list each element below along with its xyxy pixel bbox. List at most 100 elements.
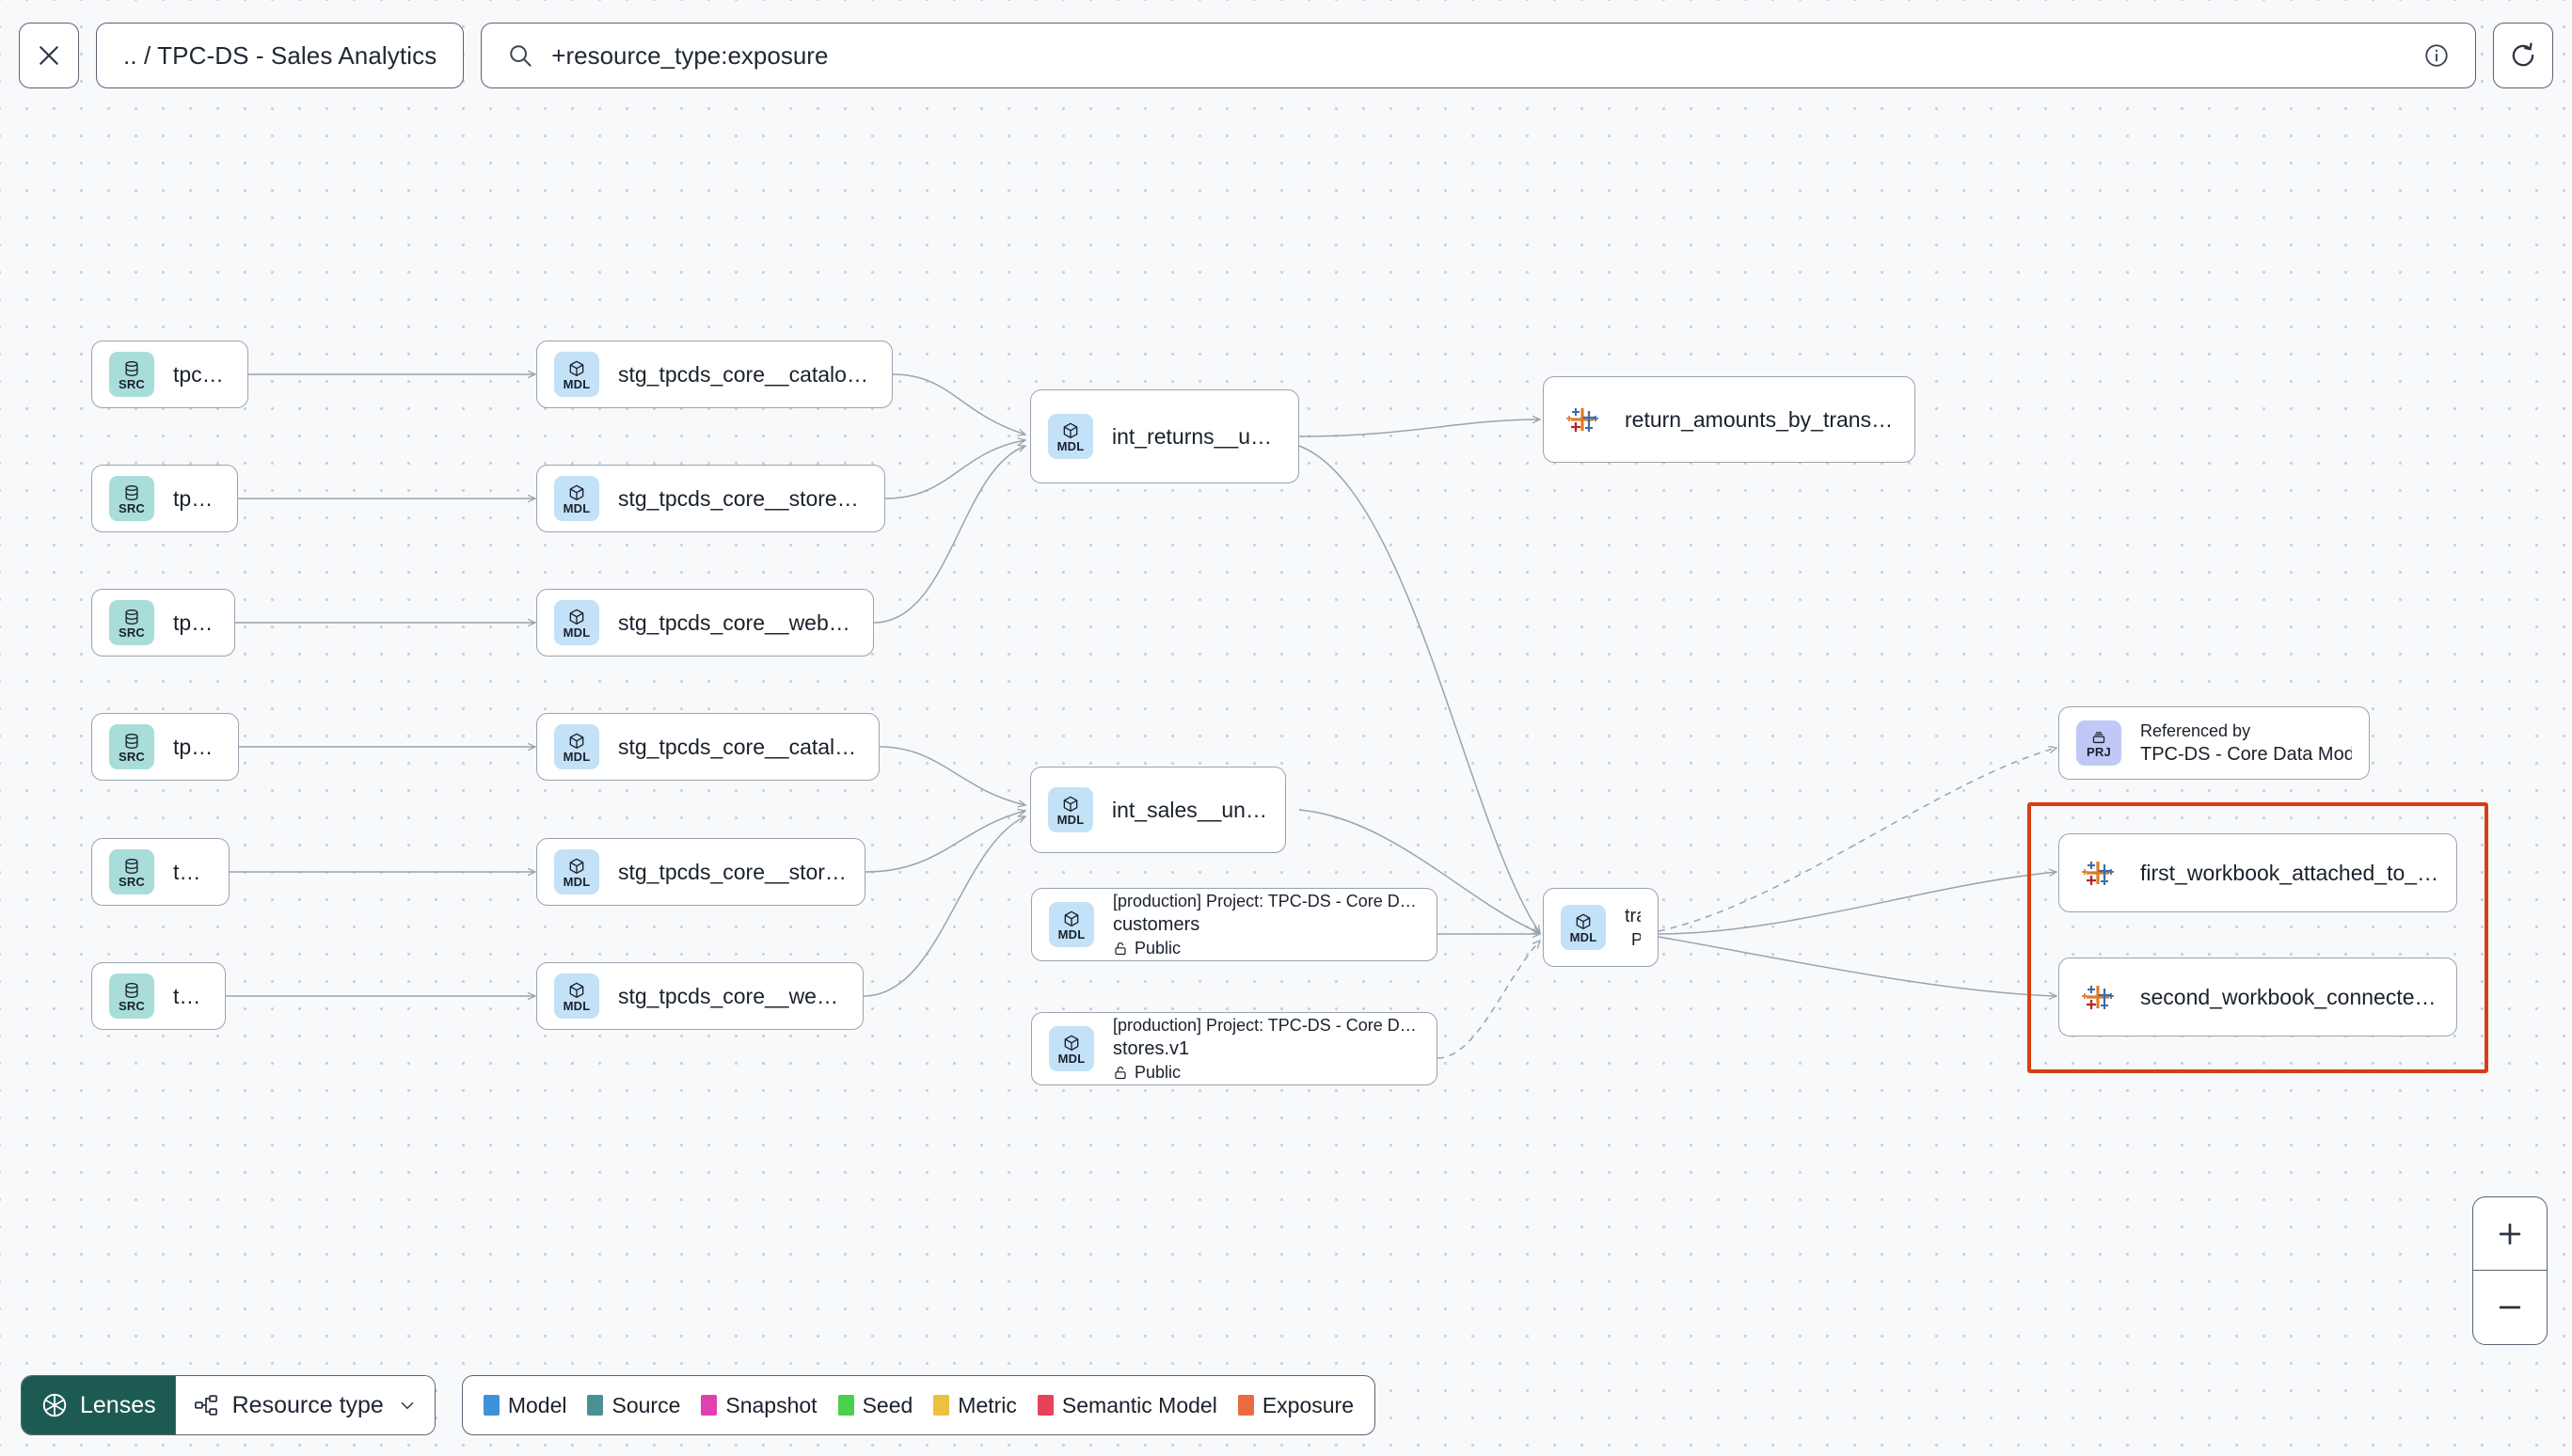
node-label: tpcds_core.web_sales: [173, 983, 208, 1008]
node-source-store-returns[interactable]: SRC tpcds_core.store_returns: [91, 465, 238, 532]
node-exposure-first-workbook[interactable]: first_workbook_attached_to_tpc-ds_-_…: [2058, 833, 2457, 912]
zoom-out-button[interactable]: [2473, 1271, 2547, 1344]
legend-item-exposure[interactable]: Exposure: [1237, 1393, 1354, 1418]
badge-label: MDL: [563, 625, 591, 640]
cube-icon: [569, 982, 584, 998]
lens-filter-group: Lenses Resource type: [21, 1375, 436, 1435]
legend-item-model[interactable]: Model: [483, 1392, 567, 1418]
src-badge: SRC: [109, 600, 154, 645]
node-source-catalog-sales[interactable]: SRC tpcds_core.catalog_sales: [91, 713, 239, 781]
bottom-toolbar: Lenses Resource type Model: [21, 1375, 1375, 1435]
node-caption: Referenced by: [2140, 720, 2251, 740]
legend-label: Semantic Model: [1061, 1392, 1217, 1417]
badge-label: MDL: [1057, 1051, 1086, 1066]
zoom-controls: [2472, 1196, 2548, 1345]
legend-label: Model: [507, 1392, 567, 1417]
node-label: stg_tpcds_core__store_returns: [618, 485, 867, 511]
badge-label: MDL: [1056, 812, 1085, 827]
refresh-button[interactable]: [2493, 23, 2553, 88]
node-exposure-return-amounts[interactable]: return_amounts_by_transaction_type: [1543, 376, 1915, 463]
legend-swatch: [1237, 1395, 1254, 1416]
badge-label: SRC: [118, 500, 146, 515]
node-model-customers[interactable]: MDL [production] Project: TPC-DS - Core …: [1031, 888, 1437, 961]
lenses-label: Lenses: [80, 1391, 156, 1418]
legend-label: Seed: [862, 1392, 913, 1417]
top-toolbar: .. / TPC-DS - Sales Analytics +resource_…: [0, 0, 2572, 111]
badge-label: MDL: [563, 998, 591, 1013]
legend-item-source[interactable]: Source: [587, 1393, 680, 1418]
legend-swatch: [701, 1395, 718, 1416]
plus-icon: [2499, 1223, 2521, 1244]
mdl-badge: MDL: [554, 973, 599, 1019]
legend-item-snapshot[interactable]: Snapshot: [701, 1392, 818, 1418]
node-model-stg-catalog-sales[interactable]: MDL stg_tpcds_core__catalog_sales: [536, 713, 880, 781]
refresh-icon: [2512, 42, 2534, 67]
cube-icon: [569, 733, 584, 749]
badge-label: MDL: [563, 376, 591, 391]
node-model-stg-store-sales[interactable]: MDL stg_tpcds_core__store_sales: [536, 838, 865, 906]
mdl-badge: MDL: [554, 352, 599, 397]
node-project-referenced-by[interactable]: PRJ Referenced by TPC-DS - Core Data Mod…: [2058, 706, 2370, 780]
src-badge: SRC: [109, 476, 154, 521]
cube-icon: [1064, 910, 1079, 926]
node-label: second_workbook_connected_to_live…: [2140, 984, 2439, 1009]
node-model-stg-web-sales[interactable]: MDL stg_tpcds_core__web_sales: [536, 962, 864, 1030]
node-label: stores.v1: [1113, 1037, 1190, 1059]
mdl-badge: MDL: [554, 600, 599, 645]
node-source-web-returns[interactable]: SRC tpcds_core.web_returns: [91, 589, 235, 657]
mdl-badge: MDL: [554, 849, 599, 894]
node-model-stg-catalog-returns[interactable]: MDL stg_tpcds_core__catalog_returns: [536, 340, 893, 408]
search-input[interactable]: +resource_type:exposure: [481, 23, 2476, 88]
node-model-stores-v1[interactable]: MDL [production] Project: TPC-DS - Core …: [1031, 1012, 1437, 1085]
lenses-button[interactable]: Lenses: [22, 1376, 175, 1434]
legend-item-seed[interactable]: Seed: [837, 1392, 913, 1418]
node-label: tpcds_core.catalog_sales: [173, 734, 221, 759]
tableau-icon: [2082, 986, 2114, 1009]
database-icon: [125, 609, 138, 625]
node-label: TPC-DS - Core Data Models: [2140, 743, 2352, 765]
node-label: int_sales__unioned: [1112, 797, 1268, 822]
node-project-label: [production] Project: TPC-DS - Core Data…: [1113, 891, 1420, 910]
cube-icon: [1063, 422, 1078, 438]
legend-swatch: [933, 1395, 950, 1416]
node-body: [production] Project: TPC-DS - Core Data…: [1113, 892, 1420, 958]
legend-item-semantic-model[interactable]: Semantic Model: [1037, 1392, 1217, 1418]
breadcrumb[interactable]: .. / TPC-DS - Sales Analytics: [96, 23, 465, 88]
src-badge: SRC: [109, 352, 154, 397]
resource-type-legend: Model Source Snapshot Seed Metric Semant…: [461, 1375, 1375, 1435]
legend-item-metric[interactable]: Metric: [933, 1393, 1017, 1418]
node-body: Referenced by TPC-DS - Core Data Models: [2140, 721, 2352, 766]
close-button[interactable]: [19, 23, 79, 88]
badge-label: SRC: [118, 749, 146, 764]
node-exposure-second-workbook[interactable]: second_workbook_connected_to_live…: [2058, 957, 2457, 1037]
mdl-badge: MDL: [1048, 414, 1093, 459]
node-source-web-sales[interactable]: SRC tpcds_core.web_sales: [91, 962, 226, 1030]
legend-label: Source: [611, 1392, 681, 1417]
info-icon[interactable]: [2422, 41, 2451, 70]
cube-icon: [1064, 1035, 1079, 1051]
node-model-int-sales-unioned[interactable]: MDL int_sales__unioned: [1030, 767, 1286, 853]
tableau-icon: [2082, 862, 2114, 885]
prj-badge: PRJ: [2076, 720, 2121, 766]
badge-label: SRC: [118, 376, 146, 391]
resource-type-dropdown[interactable]: Resource type: [174, 1376, 435, 1434]
node-source-catalog-returns[interactable]: SRC tpcds_core.catalog_returns: [91, 340, 248, 408]
node-model-stg-store-returns[interactable]: MDL stg_tpcds_core__store_returns: [536, 465, 885, 532]
node-access-label: Public: [1135, 938, 1182, 957]
node-source-store-sales[interactable]: SRC tpcds_core.store_sales: [91, 838, 230, 906]
zoom-in-button[interactable]: [2473, 1197, 2547, 1271]
node-label: first_workbook_attached_to_tpc-ds_-_…: [2140, 860, 2439, 885]
node-model-stg-web-returns[interactable]: MDL stg_tpcds_core__web_returns: [536, 589, 874, 657]
node-label: tpcds_core.store_sales: [173, 859, 212, 884]
mdl-badge: MDL: [554, 476, 599, 521]
tableau-icon: [1566, 408, 1598, 432]
badge-label: MDL: [1056, 438, 1085, 453]
database-icon: [125, 858, 138, 874]
node-model-transactions[interactable]: MDL transactions Public: [1543, 888, 1659, 967]
legend-swatch: [837, 1395, 854, 1416]
node-model-int-returns-unioned[interactable]: MDL int_returns__unioned: [1030, 389, 1299, 483]
legend-label: Snapshot: [725, 1392, 818, 1417]
